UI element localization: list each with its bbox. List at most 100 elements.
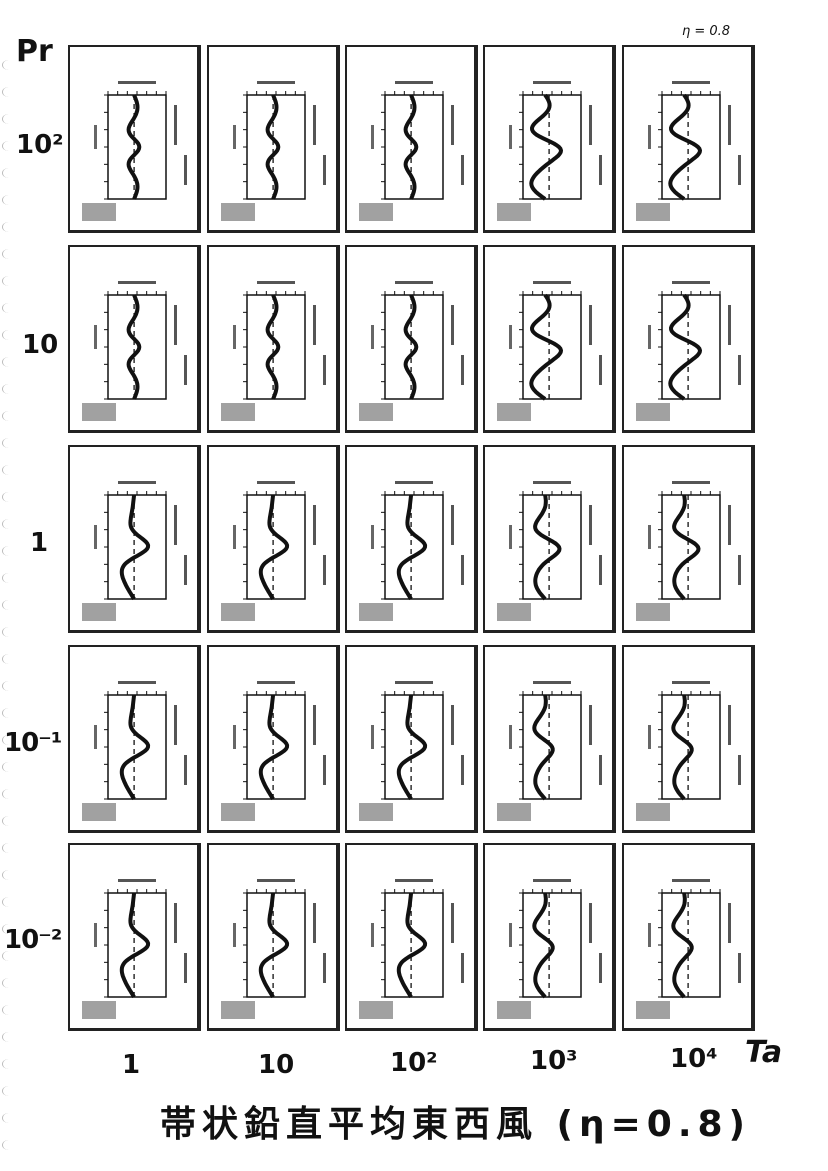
plot-caption-mark xyxy=(395,681,433,684)
hole xyxy=(2,870,15,880)
plot-panel xyxy=(345,843,478,1031)
plot-caption-mark xyxy=(461,555,464,585)
hole xyxy=(2,1086,15,1096)
plot-panel xyxy=(483,245,616,433)
plot-axis-label xyxy=(233,525,236,549)
plot-caption-mark xyxy=(313,105,316,145)
plot-legend-block xyxy=(636,603,670,621)
plot-caption-mark xyxy=(323,555,326,585)
wind-profile-curve xyxy=(258,494,290,601)
plot-caption-mark xyxy=(174,105,177,145)
plot-svg xyxy=(636,481,741,621)
wind-profile-curve xyxy=(529,93,563,201)
plot-caption-mark xyxy=(323,755,326,785)
plot-legend-block xyxy=(636,203,670,221)
plot-axis-label xyxy=(371,525,374,549)
hole xyxy=(2,1140,15,1150)
plot-frame xyxy=(246,892,306,998)
plot-legend-block xyxy=(497,803,531,821)
col-label-0: 1 xyxy=(122,1050,141,1080)
plot-panel xyxy=(207,245,340,433)
wind-profile-curve xyxy=(672,494,701,601)
wind-profile-curve xyxy=(396,892,428,999)
plot-legend-block xyxy=(221,203,255,221)
plot-caption-mark xyxy=(589,305,592,345)
hole xyxy=(2,87,15,97)
plot-svg xyxy=(82,281,187,421)
plot-panel xyxy=(68,245,201,433)
plot-panel xyxy=(68,645,201,833)
col-label-1: 10 xyxy=(258,1050,295,1080)
plot-axis-label xyxy=(94,923,97,947)
plot-legend-block xyxy=(82,1001,116,1019)
plot-legend-block xyxy=(636,403,670,421)
plot-caption-mark xyxy=(738,555,741,585)
wind-profile-curve xyxy=(119,494,151,601)
wind-profile-curve xyxy=(265,94,281,200)
plot-caption-mark xyxy=(533,281,571,284)
hole xyxy=(2,168,15,178)
hole xyxy=(2,843,15,853)
hole xyxy=(2,546,15,556)
hole xyxy=(2,438,15,448)
wind-profile-curve xyxy=(532,892,555,999)
wind-profile-curve xyxy=(119,892,151,999)
plot-caption-mark xyxy=(395,879,433,882)
plot-caption-mark xyxy=(599,555,602,585)
plot-svg xyxy=(497,681,602,821)
plot-svg xyxy=(82,481,187,621)
wind-profile-curve xyxy=(671,694,694,801)
plot-legend-block xyxy=(221,1001,255,1019)
plot-svg xyxy=(359,879,464,1019)
plot-svg xyxy=(221,879,326,1019)
plot-caption-mark xyxy=(257,281,295,284)
plot-caption-mark xyxy=(118,879,156,882)
plot-frame xyxy=(107,694,167,800)
plot-caption-mark xyxy=(451,903,454,943)
plot-caption-mark xyxy=(174,505,177,545)
col-label-3: 10³ xyxy=(530,1046,578,1076)
hole xyxy=(2,1113,15,1123)
hole xyxy=(2,816,15,826)
plot-legend-block xyxy=(221,603,255,621)
plot-caption-mark xyxy=(451,705,454,745)
plot-svg xyxy=(221,681,326,821)
plot-caption-mark xyxy=(323,953,326,983)
plot-caption-mark xyxy=(461,155,464,185)
plot-caption-mark xyxy=(118,81,156,84)
plot-caption-mark xyxy=(599,755,602,785)
wind-profile-curve xyxy=(126,94,142,200)
row-label-2: 1 xyxy=(30,528,49,558)
hole xyxy=(2,600,15,610)
hole xyxy=(2,303,15,313)
plot-legend-block xyxy=(497,1001,531,1019)
plot-caption-mark xyxy=(184,555,187,585)
plot-axis-label xyxy=(371,325,374,349)
plot-frame xyxy=(246,494,306,600)
plot-caption-mark xyxy=(589,705,592,745)
plot-legend-block xyxy=(359,803,393,821)
plot-caption-mark xyxy=(738,155,741,185)
hole xyxy=(2,519,15,529)
col-axis-label: Ta xyxy=(745,1035,783,1070)
hole xyxy=(2,60,15,70)
plot-legend-block xyxy=(497,603,531,621)
plot-caption-mark xyxy=(257,879,295,882)
plot-caption-mark xyxy=(461,953,464,983)
plot-panel xyxy=(622,843,755,1031)
plot-panel xyxy=(68,445,201,633)
plot-legend-block xyxy=(636,803,670,821)
plot-caption-mark xyxy=(395,481,433,484)
plot-caption-mark xyxy=(599,355,602,385)
plot-legend-block xyxy=(221,403,255,421)
plot-legend-block xyxy=(359,1001,393,1019)
plot-caption-mark xyxy=(395,281,433,284)
plot-svg xyxy=(359,281,464,421)
hole xyxy=(2,357,15,367)
plot-caption-mark xyxy=(461,755,464,785)
plot-caption-mark xyxy=(533,481,571,484)
plot-svg xyxy=(359,681,464,821)
plot-caption-mark xyxy=(313,903,316,943)
plot-caption-mark xyxy=(672,481,710,484)
wind-profile-curve xyxy=(668,293,702,401)
